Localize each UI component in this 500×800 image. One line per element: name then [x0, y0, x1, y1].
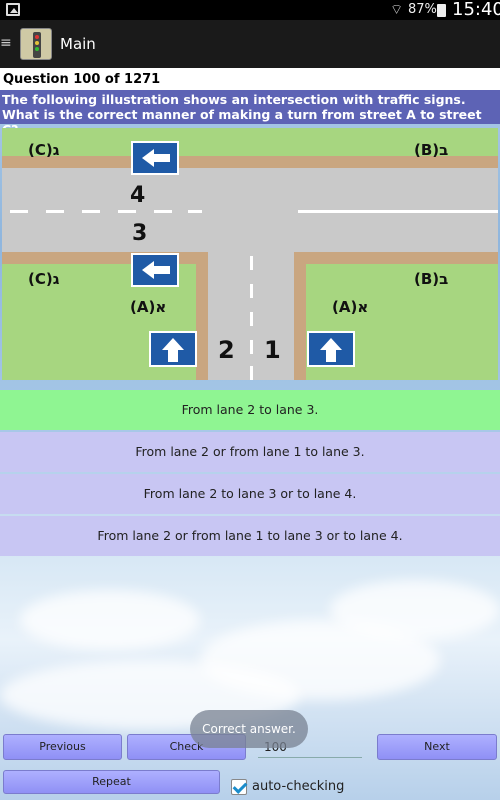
toast-message: Correct answer. — [190, 710, 308, 748]
answer-option-1[interactable]: From lane 2 to lane 3. — [0, 390, 500, 430]
menu-icon[interactable]: ≡ — [0, 35, 12, 51]
question-counter: Question 100 of 1271 — [0, 68, 500, 90]
question-text: The following illustration shows an inte… — [0, 90, 500, 137]
left-arrow-sign-top — [131, 141, 179, 175]
action-bar: ≡ Main — [0, 20, 500, 68]
battery-percent: 87% — [408, 2, 437, 17]
lane-4-label: 4 — [130, 183, 145, 208]
street-b-label-top: (B)ב — [414, 141, 448, 159]
previous-button[interactable]: Previous — [3, 734, 122, 760]
street-b-label-mid: (B)ב — [414, 270, 448, 288]
cloud-decoration — [330, 580, 500, 640]
clock: 15:40 — [452, 0, 500, 20]
lane-2-label: 2 — [218, 336, 235, 364]
auto-checking-label: auto-checking — [252, 779, 345, 794]
repeat-button[interactable]: Repeat — [3, 770, 220, 794]
cloud-decoration — [20, 590, 200, 650]
auto-checking-checkbox[interactable] — [231, 779, 247, 795]
answer-option-4[interactable]: From lane 2 or from lane 1 to lane 3 or … — [0, 516, 500, 556]
street-a-label-left: (A)א — [130, 298, 166, 316]
next-button[interactable]: Next — [377, 734, 497, 760]
battery-icon — [437, 4, 446, 17]
left-arrow-sign-mid — [131, 253, 179, 287]
up-arrow-sign-right — [307, 331, 355, 367]
answer-option-3[interactable]: From lane 2 to lane 3 or to lane 4. — [0, 474, 500, 514]
street-c-label-top: (C)ג — [28, 141, 60, 159]
screen-title: Main — [60, 35, 96, 53]
street-c-label-mid: (C)ג — [28, 270, 60, 288]
wifi-icon: ⌔ — [390, 2, 404, 18]
intersection-illustration: (C)ג (B)ב (C)ג (B)ב (A)א (A)א 4 3 2 1 — [2, 128, 498, 380]
lane-3-label: 3 — [132, 221, 147, 246]
answer-option-2[interactable]: From lane 2 or from lane 1 to lane 3. — [0, 432, 500, 472]
traffic-light-icon[interactable] — [20, 28, 52, 60]
lane-1-label: 1 — [264, 336, 281, 364]
street-a-label-right: (A)א — [332, 298, 368, 316]
gallery-notification-icon — [6, 3, 20, 16]
up-arrow-sign-left — [149, 331, 197, 367]
status-bar: ⌔ 87% 15:40 — [0, 0, 500, 20]
